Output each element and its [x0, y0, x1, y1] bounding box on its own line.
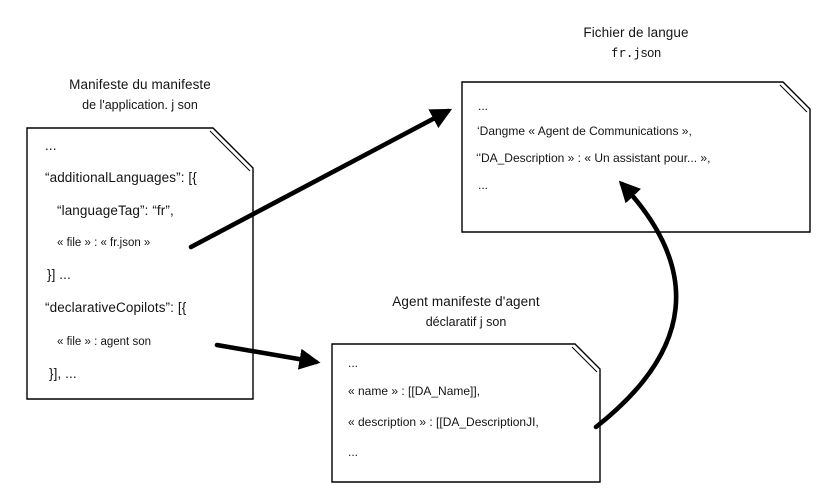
agent-manifest-fold-line [571, 346, 598, 373]
language-file-box: ... ‘Dangme « Agent de Communications »,… [462, 82, 810, 232]
language-file-title: Fichier de langue fr.json [462, 26, 810, 59]
app-manifest-box-outline [26, 127, 254, 400]
app-manifest-line: }] ... [47, 267, 71, 282]
arrow-app-manifest-to-language-file [188, 108, 453, 250]
app-manifest-title-line1: Manifeste du manifeste [69, 77, 211, 92]
arrow-agent-manifest-to-language-file [593, 180, 679, 430]
agent-manifest-line: ... [348, 445, 359, 459]
language-file-line: ... [478, 99, 489, 113]
language-file-line: ‘'DA_Description » : « Un assistant pour… [476, 151, 711, 165]
arrow-app-manifest-to-agent-manifest [214, 342, 321, 370]
agent-manifest-title-line2: déclaratif j son [425, 314, 507, 329]
language-file-title-line2: fr.json [462, 44, 810, 60]
language-file-name-rest: son [640, 45, 662, 60]
agent-manifest-title: Agent manifeste d'agent déclaratif j son [332, 295, 600, 328]
app-manifest-line: “declarativeCopilots”: [{ [45, 300, 187, 315]
app-manifest-line: ... [45, 138, 57, 153]
app-manifest-line: “languageTag”: “fr”, [57, 203, 174, 218]
app-manifest-line: « file » : agent son [57, 336, 151, 348]
app-manifest-line: }], ... [49, 366, 77, 381]
language-file-fold-line [779, 84, 808, 113]
language-file-line: ... [478, 178, 489, 192]
app-manifest-box: ... “additionalLanguages”: [{ “languageT… [27, 128, 253, 399]
app-manifest-fold-line [209, 130, 251, 172]
agent-manifest-line: « name » : [[DA_Name]], [348, 384, 481, 398]
app-manifest-line: « file » : « fr.json » [57, 237, 151, 249]
app-manifest-title-line2: de l'application. j son [82, 97, 198, 112]
language-file-line: ‘Dangme « Agent de Communications », [477, 124, 692, 138]
agent-manifest-box: ... « name » : [[DA_Name]], « descriptio… [332, 344, 600, 482]
language-file-title-line1: Fichier de langue [583, 25, 689, 40]
app-manifest-title: Manifeste du manifeste de l'application.… [27, 78, 253, 111]
agent-manifest-line: ... [348, 356, 359, 370]
language-file-name-mono: fr.j [610, 44, 641, 60]
language-file-box-outline [461, 81, 811, 233]
app-manifest-line: “additionalLanguages”: [{ [45, 170, 197, 185]
agent-manifest-title-line1: Agent manifeste d'agent [392, 294, 540, 309]
agent-manifest-line: « description » : [[DA_DescriptionJI, [348, 415, 539, 429]
